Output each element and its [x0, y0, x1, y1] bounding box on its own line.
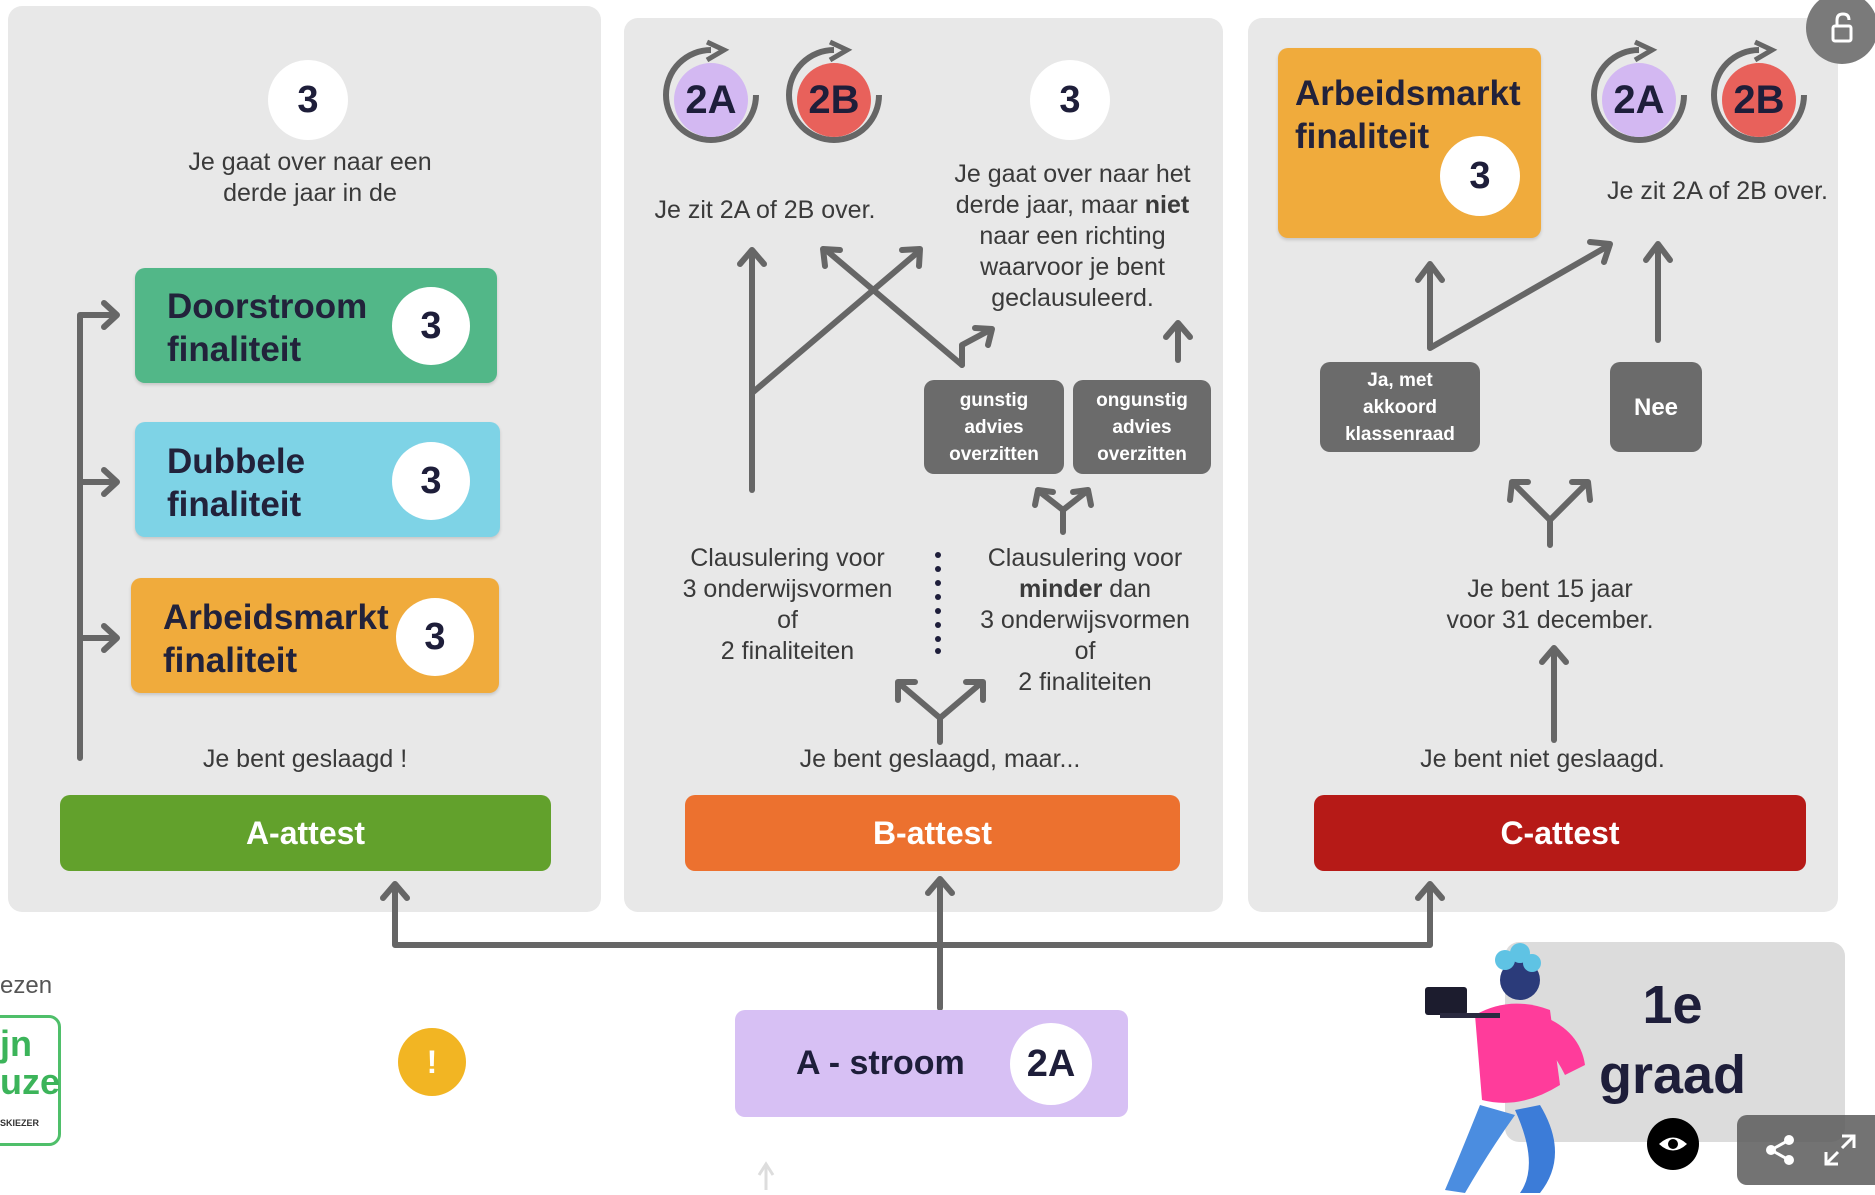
bottom-tree-line	[392, 879, 1433, 1011]
panel-c-repeat-text: Je zit 2A of 2B over.	[1607, 177, 1828, 205]
logo-small-text: SKIEZER	[0, 1118, 40, 1128]
ongunstig-advies-box: ongunstig advies overzitten	[1073, 380, 1211, 474]
badge-2a-label: 2A	[685, 78, 737, 122]
left-partial-text: ezen	[0, 972, 53, 999]
arbeidsmarkt-number-badge: 3	[396, 598, 474, 676]
dubbele-finaliteit-label: Dubbele finaliteit	[167, 442, 306, 524]
eye-icon[interactable]	[1647, 1118, 1699, 1170]
clausulering-left-text: Clausulering voor 3 onderwijsvormen of 2…	[682, 544, 893, 665]
graad-label: 1e graad	[1598, 975, 1747, 1105]
warning-icon[interactable]: !	[398, 1028, 466, 1096]
person-with-laptop-illustration	[1425, 943, 1585, 1193]
panel-a-intro-text: Je gaat over naar een derde jaar in de	[188, 148, 432, 207]
badge-2a-repeat-icon	[663, 39, 759, 143]
b-attest-button[interactable]: B-attest	[685, 795, 1180, 871]
c-badge-2a-repeat-icon	[1591, 39, 1687, 143]
panel-a-bracket-line	[77, 312, 119, 761]
arbeidsmarkt-finaliteit-label: Arbeidsmarkt finaliteit	[163, 598, 389, 680]
c-badge-2b-label: 2B	[1733, 78, 1785, 122]
logo-partial-text: jn uze	[0, 1023, 61, 1102]
c-badge-2b-repeat-icon	[1711, 39, 1807, 143]
doorstroom-number-badge: 3	[392, 287, 470, 365]
c-badge-2a-label: 2A	[1613, 78, 1665, 122]
lock-open-icon[interactable]	[1806, 0, 1875, 64]
panel-b-third-year-text: Je gaat over naar het derde jaar, maar n…	[954, 160, 1191, 312]
gunstig-advies-box: gunstig advies overzitten	[924, 380, 1064, 474]
panel-c-result-text: Je bent niet geslaagd.	[1420, 745, 1665, 773]
logo-partial	[0, 1015, 61, 1146]
badge-2b-label: 2B	[808, 78, 860, 122]
share-icon[interactable]	[1762, 1132, 1798, 1168]
media-toolbar	[1737, 1115, 1875, 1185]
expand-icon[interactable]	[1822, 1132, 1858, 1168]
panel-a-result-text: Je bent geslaagd !	[202, 745, 408, 773]
panel-a-number-badge: 3	[268, 60, 348, 140]
badge-2b-repeat-icon	[786, 39, 882, 143]
nee-box: Nee	[1610, 362, 1702, 452]
a-attest-button[interactable]: A-attest	[60, 795, 551, 871]
dotted-separator	[935, 552, 941, 654]
doorstroom-finaliteit-label: Doorstroom finaliteit	[167, 287, 368, 369]
c-arbeidsmarkt-finaliteit-label: Arbeidsmarkt finaliteit	[1295, 74, 1521, 156]
dubbele-number-badge: 3	[392, 442, 470, 520]
c-attest-button[interactable]: C-attest	[1314, 795, 1806, 871]
a-stroom-label: A - stroom	[796, 1044, 965, 1082]
panel-b-number-badge: 3	[1030, 60, 1110, 140]
panel-b-result-text: Je bent geslaagd, maar...	[799, 745, 1081, 773]
panel-c-age-text: Je bent 15 jaar voor 31 december.	[1446, 575, 1654, 634]
panel-b-repeat-text: Je zit 2A of 2B over.	[654, 196, 876, 224]
ja-akkoord-box: Ja, met akkoord klassenraad	[1320, 362, 1480, 452]
a-stroom-badge: 2A	[1010, 1023, 1092, 1105]
c-arbeidsmarkt-number-badge: 3	[1440, 136, 1520, 216]
